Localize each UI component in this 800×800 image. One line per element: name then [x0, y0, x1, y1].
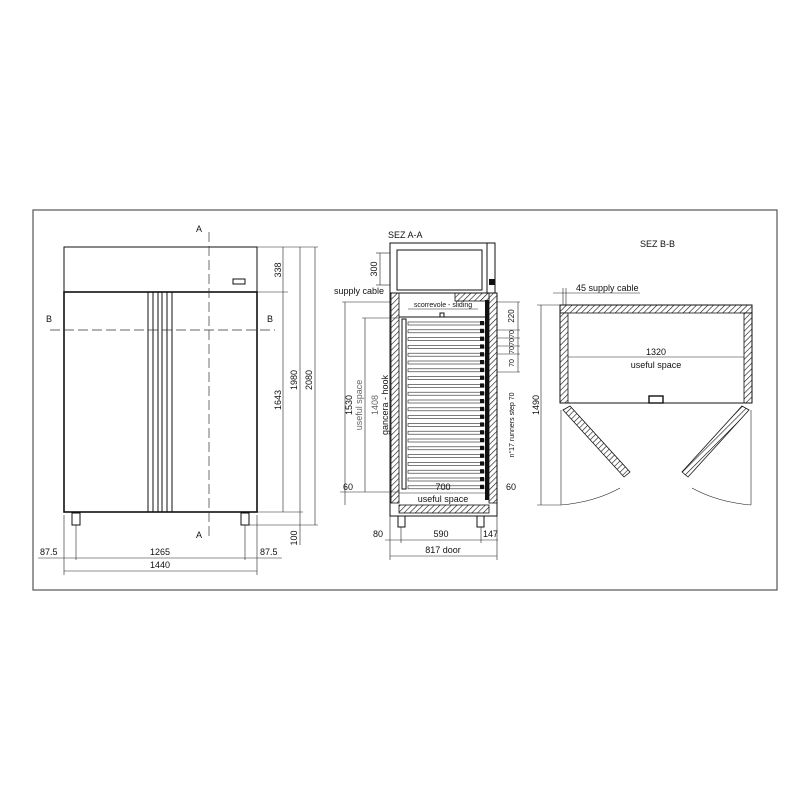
shelf-runner: [407, 469, 485, 474]
runner-bracket: [480, 414, 484, 419]
runner-bracket: [480, 469, 484, 474]
shelf-runner: [407, 345, 485, 349]
section-b-b: SEZ B-B 45 supply cable 1320 useful spac…: [531, 239, 753, 506]
foot-right: [240, 512, 250, 526]
shelf-runner: [407, 391, 485, 396]
runner-bracket: [480, 484, 484, 489]
dim-right-offset: 87.5: [260, 547, 278, 557]
shelf-runner: [407, 446, 485, 451]
dim-hook: 1408: [370, 395, 380, 415]
dim-bottom-left: 60: [343, 482, 353, 492]
runner-bracket: [480, 453, 484, 458]
runner-bracket: [480, 375, 484, 380]
dim-unit-height: 300: [369, 261, 379, 276]
top-panel: [63, 246, 258, 293]
door-body: [63, 291, 258, 513]
supply-cable-label: 45 supply cable: [576, 283, 639, 293]
dim-total-width: 1440: [150, 560, 170, 570]
dim-bottom-right: 60: [506, 482, 516, 492]
shelf-runner: [407, 321, 485, 326]
shelf-runner: [407, 352, 485, 357]
dim-door-height: 1643: [273, 390, 283, 410]
dim-body-height: 1980: [289, 370, 299, 390]
shelf-runner: [407, 337, 485, 341]
useful-space-label: useful space: [418, 494, 469, 504]
runner-bracket: [480, 336, 484, 341]
dim-left-offset: 87.5: [40, 547, 58, 557]
runner-bracket: [480, 422, 484, 427]
shelf-runner: [407, 430, 485, 435]
runner-bracket: [480, 367, 484, 372]
front-view: A A B B 338 1643 1980 2080 100 87.5 1265…: [38, 224, 318, 575]
section-b-right-label: B: [267, 314, 273, 324]
dim-inner-width: 700: [435, 482, 450, 492]
shelf-runner: [407, 368, 485, 373]
dim-useful-height: 1530: [344, 395, 354, 415]
shelf-runner: [407, 438, 485, 443]
shelf-runners: [407, 321, 485, 490]
dim-left: 80: [373, 529, 383, 539]
runner-bracket: [480, 321, 484, 325]
runner-bracket: [480, 344, 484, 349]
hook-label: gancera - hook: [380, 374, 390, 435]
runners-label: n°17 runners step 70: [508, 392, 516, 457]
shelf-runner: [407, 477, 485, 482]
section-a-a: SEZ A-A 300 supply cable scorrevole - sl…: [334, 230, 520, 560]
drawing-frame: [32, 209, 778, 591]
section-a-bottom-label: A: [196, 530, 202, 540]
runner-bracket: [480, 328, 484, 333]
shelf-runner: [407, 376, 485, 380]
dim-total-height: 2080: [304, 370, 314, 390]
section-b-left-label: B: [46, 314, 52, 324]
shelf-runner: [407, 329, 485, 334]
shelf-runner: [407, 454, 485, 458]
runner-bracket: [480, 445, 484, 450]
dim-feet-span: 1265: [150, 547, 170, 557]
dim-step: 70: [509, 346, 516, 354]
runner-bracket: [480, 430, 484, 435]
dim-step: 70: [509, 359, 516, 367]
dim-depth: 1490: [531, 395, 541, 415]
section-b-title: SEZ B-B: [640, 239, 675, 249]
shelf-runner: [407, 423, 485, 427]
useful-space-label: useful space: [631, 360, 682, 370]
runner-bracket: [480, 383, 484, 388]
runner-bracket: [480, 399, 484, 403]
runner-bracket: [480, 477, 484, 481]
runner-bracket: [480, 406, 484, 411]
dim-step: 70: [509, 338, 516, 346]
dim-step: 70: [509, 330, 516, 338]
shelf-runner: [407, 462, 485, 466]
section-a-top-label: A: [196, 224, 202, 234]
dim-top-gap: 220: [507, 309, 516, 323]
useful-space-vertical-label: useful space: [354, 380, 364, 431]
shelf-runner: [407, 384, 485, 388]
control-display-icon: [232, 278, 246, 285]
shelf-runner: [407, 360, 485, 365]
door-right: [681, 405, 750, 478]
runner-bracket: [480, 352, 484, 357]
section-a-title: SEZ A-A: [388, 230, 423, 240]
door-left: [562, 405, 631, 478]
dim-width: 1320: [646, 347, 666, 357]
shelf-runner: [407, 407, 485, 412]
dim-door: 817 door: [425, 545, 461, 555]
foot-left: [71, 512, 81, 526]
dim-top-panel: 338: [273, 262, 283, 277]
dim-feet: 100: [289, 530, 299, 545]
dim-right: 147: [483, 529, 498, 539]
runner-bracket: [480, 461, 484, 466]
runner-bracket: [480, 360, 484, 364]
shelf-runner: [407, 415, 485, 419]
dim-feet: 590: [433, 529, 448, 539]
runner-bracket: [480, 438, 484, 442]
supply-cable-label: supply cable: [334, 286, 384, 296]
shelf-runner: [407, 399, 485, 404]
sliding-label: scorrevole - sliding: [414, 302, 472, 309]
runner-bracket: [480, 391, 484, 396]
